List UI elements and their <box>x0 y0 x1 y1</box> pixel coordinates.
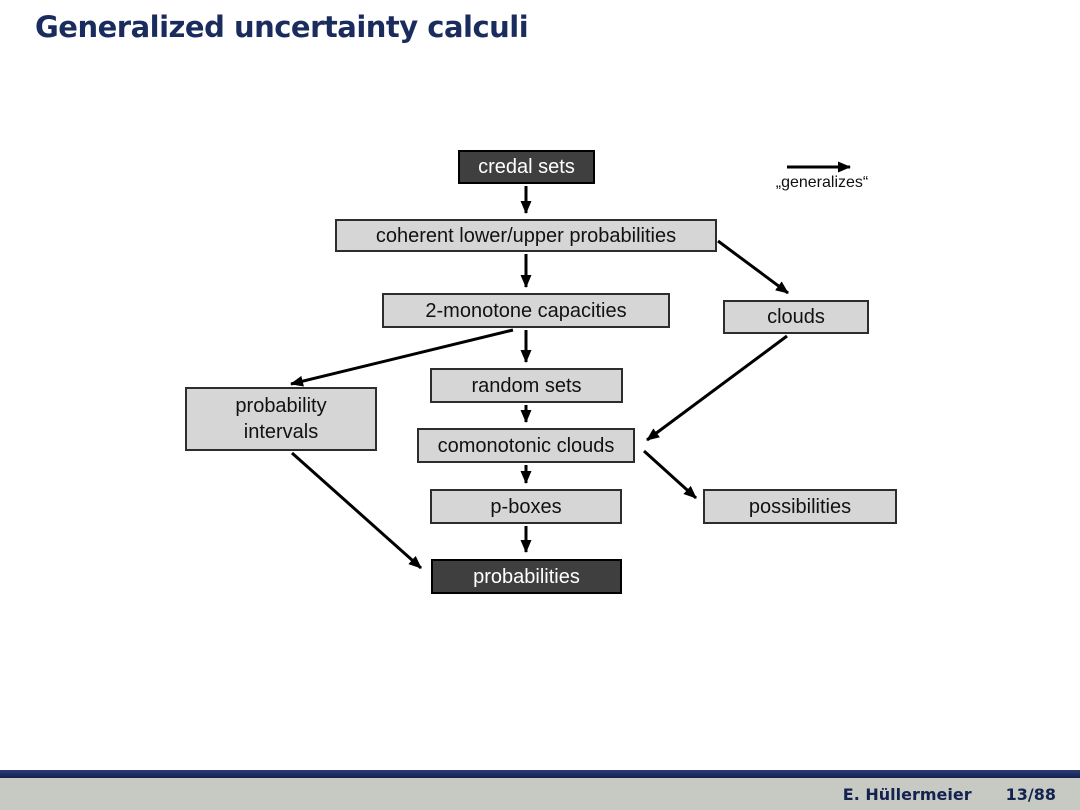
footer: E. Hüllermeier 13/88 <box>0 770 1080 810</box>
node-coherent-lower-upper: coherent lower/upper probabilities <box>335 219 717 252</box>
edge-two-monotone-to-probability-intervals <box>290 328 514 387</box>
node-random-sets: random sets <box>430 368 623 403</box>
node-possibilities: possibilities <box>703 489 897 524</box>
uncertainty-calculi-diagram: credal sets coherent lower/upper probabil… <box>185 150 897 594</box>
footer-strip: E. Hüllermeier 13/88 <box>0 778 1080 810</box>
footer-page-number: 13/88 <box>1005 784 1056 804</box>
edge-coherent-lower-upper-to-clouds <box>717 239 789 295</box>
diagram-edges <box>290 161 851 570</box>
node-clouds: clouds <box>723 300 869 334</box>
footer-author: E. Hüllermeier <box>842 784 972 804</box>
edge-comonotonic-clouds-to-possibilities <box>642 449 698 500</box>
node-two-monotone: 2-monotone capacities <box>382 293 670 328</box>
page-title: Generalized uncertainty calculi <box>35 10 529 44</box>
edge-clouds-to-comonotonic-clouds <box>646 334 788 442</box>
legend-label: „generalizes“ <box>775 174 869 191</box>
node-p-boxes: p-boxes <box>430 489 622 524</box>
node-comonotonic-clouds: comonotonic clouds <box>417 428 635 463</box>
footer-divider-bar <box>0 770 1080 778</box>
node-credal-sets: credal sets <box>458 150 595 184</box>
edge-probability-intervals-to-probabilities <box>291 451 422 570</box>
node-probabilities: probabilities <box>431 559 622 594</box>
